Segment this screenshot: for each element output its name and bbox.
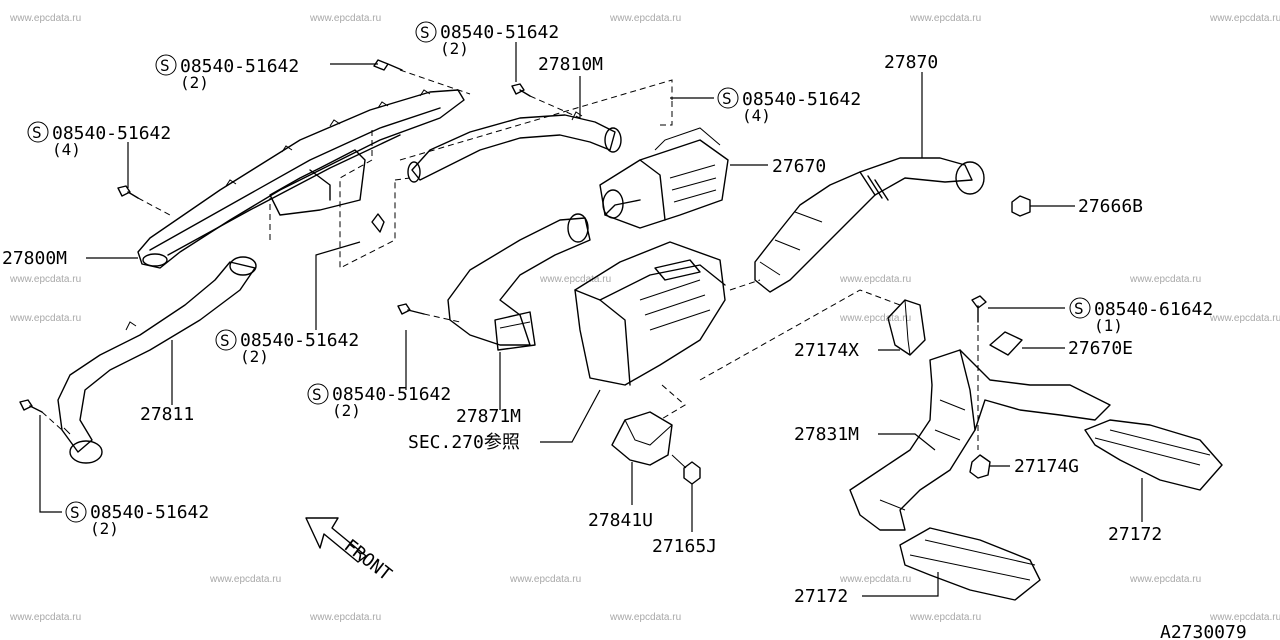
part-label-27172-right: 27172 (1108, 524, 1162, 545)
part-label-27841U: 27841U (588, 510, 653, 531)
leader-lines (39, 42, 1143, 597)
screw-callout: S 08540-61642 (1) (1069, 297, 1213, 335)
part-drawing-27831M (849, 349, 1111, 531)
part-label-27670E: 27670E (1068, 338, 1133, 359)
screw-part-number: 08540-51642 (52, 123, 171, 144)
part-label-27174X: 27174X (794, 340, 859, 361)
svg-text:S: S (1074, 299, 1084, 318)
watermark: www.epcdata.ru (1129, 574, 1201, 585)
watermark: www.epcdata.ru (209, 574, 281, 585)
part-label-27172-bottom: 27172 (794, 586, 848, 607)
screw-qty: (2) (90, 519, 119, 538)
front-label: FRONT (340, 535, 396, 585)
front-arrow: FRONT (305, 517, 396, 585)
watermark: www.epcdata.ru (9, 13, 81, 24)
sec-reference-label: SEC.270参照 (408, 432, 520, 453)
part-drawing-heater-unit (574, 241, 726, 386)
screw-qty: (4) (52, 140, 81, 159)
screw-qty: (4) (742, 106, 771, 125)
part-label-27870: 27870 (884, 52, 938, 73)
watermark: www.epcdata.ru (839, 574, 911, 585)
screw-callout: S 08540-51642 (4) (27, 121, 171, 159)
watermark: www.epcdata.ru (539, 274, 611, 285)
svg-text:S: S (312, 385, 322, 404)
screw-qty: (2) (180, 73, 209, 92)
svg-text:S: S (70, 503, 80, 522)
screw-qty: (2) (332, 401, 361, 420)
part-drawing-27800M (137, 89, 465, 269)
part-label-27670: 27670 (772, 156, 826, 177)
part-drawing-27174G (969, 454, 991, 479)
watermark: www.epcdata.ru (309, 612, 381, 623)
screw-callout: S 08540-51642 (2) (155, 54, 299, 92)
svg-text:S: S (220, 331, 230, 350)
part-drawing-27841U (611, 411, 673, 466)
part-label-27831M: 27831M (794, 424, 859, 445)
screw-callout: S 08540-51642 (2) (65, 501, 209, 538)
watermark: www.epcdata.ru (9, 313, 81, 324)
screw-part-number: 08540-61642 (1094, 299, 1213, 320)
watermark: www.epcdata.ru (1129, 274, 1201, 285)
svg-text:S: S (160, 56, 170, 75)
part-label-27666B: 27666B (1078, 196, 1143, 217)
watermark: www.epcdata.ru (9, 274, 81, 285)
part-label-27174G: 27174G (1014, 456, 1079, 477)
part-label-27871M: 27871M (456, 406, 521, 427)
screw-callout: S 08540-51642 (2) (215, 329, 359, 366)
watermark: www.epcdata.ru (1209, 612, 1280, 623)
figure-id: A2730079 (1160, 622, 1247, 640)
part-drawing-27165J (671, 454, 701, 485)
part-drawing-27172-bottom (899, 527, 1041, 601)
watermark: www.epcdata.ru (909, 13, 981, 24)
screw-part-number: 08540-51642 (90, 502, 209, 523)
watermark: www.epcdata.ru (839, 274, 911, 285)
screw-callout: S 08540-51642 (4) (717, 87, 861, 125)
watermark: www.epcdata.ru (909, 612, 981, 623)
svg-text:S: S (420, 23, 430, 42)
screw-callout: S 08540-51642 (2) (307, 383, 451, 420)
screw-qty: (2) (440, 39, 469, 58)
watermark: www.epcdata.ru (9, 612, 81, 623)
watermark: www.epcdata.ru (309, 13, 381, 24)
screw-qty: (1) (1094, 316, 1123, 335)
screw-part-number: 08540-51642 (332, 384, 451, 405)
svg-text:S: S (32, 123, 42, 142)
watermark: www.epcdata.ru (609, 13, 681, 24)
screw-part-number: 08540-51642 (240, 330, 359, 351)
watermark: www.epcdata.ru (1209, 13, 1280, 24)
watermark: www.epcdata.ru (509, 574, 581, 585)
screw-part-number: 08540-51642 (180, 56, 299, 77)
screw-part-number: 08540-51642 (742, 89, 861, 110)
part-drawing-27666B (1011, 195, 1031, 217)
part-label-27800M: 27800M (2, 248, 67, 269)
part-drawing-27871M (447, 213, 591, 351)
part-label-27810M: 27810M (538, 54, 603, 75)
part-drawing-27810M (407, 111, 622, 183)
part-drawing-27670 (599, 127, 729, 229)
part-label-27165J: 27165J (652, 536, 717, 557)
screw-callout: S 08540-51642 (2) (415, 21, 559, 58)
watermark: www.epcdata.ru (609, 612, 681, 623)
dashed-guides (41, 69, 979, 450)
watermark: www.epcdata.ru (839, 313, 911, 324)
screw-drawings (19, 59, 987, 413)
part-label-27811: 27811 (140, 404, 194, 425)
svg-text:S: S (722, 89, 732, 108)
part-drawing-27670E (989, 331, 1023, 356)
part-drawing-27811 (57, 256, 257, 464)
screw-qty: (2) (240, 347, 269, 366)
part-drawing-27174X (887, 299, 926, 356)
screw-part-number: 08540-51642 (440, 22, 559, 43)
watermark-layer: www.epcdata.ru www.epcdata.ru www.epcdat… (9, 13, 1280, 623)
part-drawing-27870 (754, 157, 985, 293)
watermark: www.epcdata.ru (1209, 313, 1280, 324)
part-drawing-27172-right (1084, 419, 1223, 491)
